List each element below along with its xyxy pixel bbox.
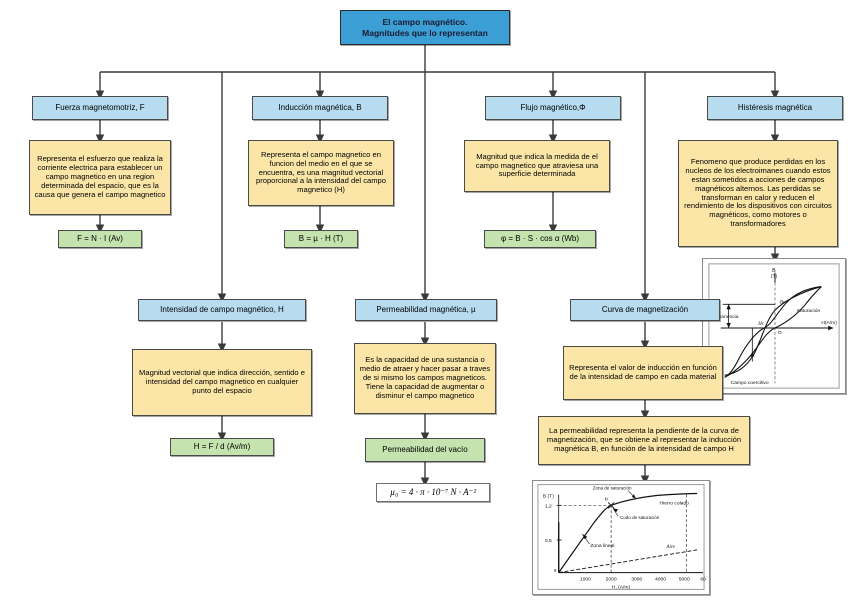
- svg-text:Codo de saturación: Codo de saturación: [620, 515, 660, 520]
- svg-text:Aire: Aire: [665, 545, 675, 550]
- concept-intensidad-campo[interactable]: Intensidad de campo magnético, H: [138, 299, 306, 321]
- svg-text:Campo coercitivo: Campo coercitivo: [731, 380, 769, 386]
- svg-text:B (T): B (T): [543, 493, 554, 499]
- svg-text:60: 60: [700, 577, 706, 583]
- formula-text: Permeabilidad del vacío: [382, 445, 468, 455]
- description-text: Fenomeno que produce perdidas en los nuc…: [684, 156, 832, 229]
- formula-induccion-magnetica[interactable]: B = µ · H (T): [284, 230, 358, 248]
- concept-label: Fuerza magnetomotriz, F: [55, 103, 145, 113]
- svg-text:H(A/m): H(A/m): [821, 320, 837, 326]
- svg-text:1,2: 1,2: [545, 503, 552, 509]
- svg-text:Remanencia: Remanencia: [711, 314, 739, 320]
- svg-text:b: b: [605, 496, 608, 502]
- root-label: El campo magnético. Magnitudes que lo re…: [362, 17, 488, 38]
- hysteresis-svg: B (T) Remanencia Saturación H(A/m) Br Hc…: [703, 259, 845, 393]
- magnetization-svg: B (T) 1,2 0,5 1000 2000 3000 4000 5000 6…: [533, 481, 709, 594]
- svg-text:Zona de saturación: Zona de saturación: [593, 486, 632, 491]
- svg-text:4000: 4000: [655, 577, 666, 583]
- concept-fuerza-magnetomotriz[interactable]: Fuerza magnetomotriz, F: [32, 96, 168, 120]
- description-histeresis-magnetica[interactable]: Fenomeno que produce perdidas en los nuc…: [678, 140, 838, 247]
- equation-permeabilidad-vacio[interactable]: µ₀ = 4 · π · 10⁻⁷ N · A⁻²: [376, 483, 490, 502]
- description-induccion-magnetica[interactable]: Representa el campo magnetico en funcion…: [248, 140, 394, 206]
- concept-label: Intensidad de campo magnético, H: [160, 305, 284, 315]
- description-text: Representa el valor de inducción en func…: [569, 363, 717, 381]
- description-text: Representa el campo magnetico en funcion…: [255, 149, 387, 195]
- concept-label: Histéresis magnética: [737, 103, 813, 113]
- concept-curva-magnetizacion[interactable]: Curva de magnetización: [570, 299, 720, 321]
- formula-flujo-magnetico[interactable]: φ = B · S · cos α (Wb): [484, 230, 596, 248]
- description-fuerza-magnetomotriz[interactable]: Representa el esfuerzo que realiza la co…: [29, 140, 171, 215]
- svg-text:5000: 5000: [679, 577, 690, 583]
- svg-text:Hc: Hc: [757, 322, 765, 327]
- description-permeabilidad-magnetica[interactable]: Es la capacidad de una sustancia o medio…: [354, 343, 496, 414]
- description-text: Magnitud que indica la medida de el camp…: [475, 151, 599, 179]
- svg-text:0,5: 0,5: [545, 538, 552, 544]
- note-permeabilidad-pendiente[interactable]: La permeabilidad representa la pendiente…: [538, 416, 750, 465]
- equation-text: µ₀ = 4 · π · 10⁻⁷ N · A⁻²: [389, 487, 477, 498]
- svg-text:(T): (T): [771, 274, 778, 280]
- note-text: La permeabilidad representa la pendiente…: [546, 426, 742, 453]
- description-text: Magnitud vectorial que indica dirección,…: [139, 368, 305, 395]
- description-text: Es la capacidad de una sustancia o medio…: [359, 355, 491, 400]
- formula-permeabilidad-vacio[interactable]: Permeabilidad del vacío: [365, 438, 485, 462]
- svg-text:1000: 1000: [580, 577, 591, 583]
- formula-fuerza-magnetomotriz[interactable]: F = N · I (Av): [58, 230, 142, 248]
- concept-flujo-magnetico[interactable]: Flujo magnético,Φ: [485, 96, 621, 120]
- svg-text:3000: 3000: [631, 577, 642, 583]
- concept-label: Inducción magnética, B: [278, 103, 362, 113]
- concept-induccion-magnetica[interactable]: Inducción magnética, B: [252, 96, 388, 120]
- description-flujo-magnetico[interactable]: Magnitud que indica la medida de el camp…: [464, 140, 610, 192]
- concept-label: Flujo magnético,Φ: [520, 103, 586, 113]
- svg-text:2000: 2000: [606, 577, 617, 583]
- description-text: Representa el esfuerzo que realiza la co…: [34, 154, 166, 199]
- formula-text: φ = B · S · cos α (Wb): [500, 234, 580, 244]
- description-intensidad-campo[interactable]: Magnitud vectorial que indica dirección,…: [132, 349, 312, 416]
- hysteresis-loop-chart[interactable]: B (T) Remanencia Saturación H(A/m) Br Hc…: [702, 258, 846, 394]
- svg-text:Hierro colado: Hierro colado: [660, 500, 690, 506]
- svg-text:a: a: [554, 569, 557, 574]
- svg-text:Saturación: Saturación: [797, 308, 821, 314]
- formula-intensidad-campo[interactable]: H = F / d (Av/m): [170, 438, 274, 456]
- svg-text:H, (A/m): H, (A/m): [612, 584, 631, 590]
- description-curva-magnetizacion[interactable]: Representa el valor de inducción en func…: [563, 346, 723, 400]
- svg-text:Br: Br: [780, 300, 785, 305]
- magnetization-curve-chart[interactable]: B (T) 1,2 0,5 1000 2000 3000 4000 5000 6…: [532, 480, 710, 595]
- svg-text:B: B: [772, 268, 776, 274]
- concept-label: Curva de magnetización: [601, 305, 689, 315]
- root-node[interactable]: El campo magnético. Magnitudes que lo re…: [340, 10, 510, 45]
- svg-text:O: O: [778, 330, 782, 336]
- formula-text: F = N · I (Av): [77, 234, 123, 244]
- concept-histeresis-magnetica[interactable]: Histéresis magnética: [707, 96, 843, 120]
- concept-label: Permeabilidad magnética, µ: [376, 305, 476, 315]
- svg-text:Zona lineal: Zona lineal: [590, 543, 614, 549]
- formula-text: H = F / d (Av/m): [193, 442, 251, 452]
- formula-text: B = µ · H (T): [298, 234, 344, 244]
- concept-permeabilidad-magnetica[interactable]: Permeabilidad magnética, µ: [355, 299, 497, 321]
